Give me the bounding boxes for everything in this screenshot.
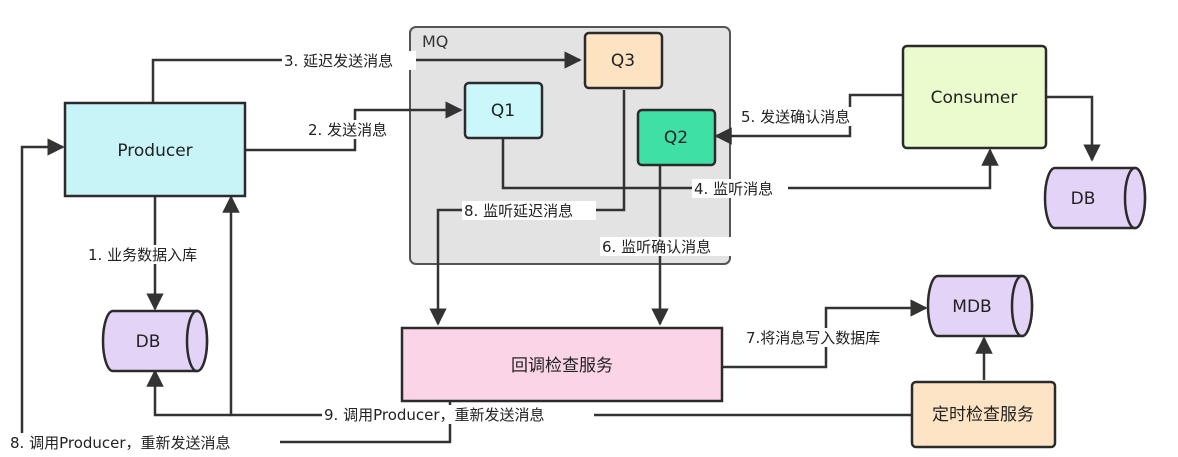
q2-label: Q2 xyxy=(664,128,688,148)
db-consumer-node: DB xyxy=(1043,166,1147,230)
q2-node: Q2 xyxy=(636,108,717,167)
edge-label-step8a: 8. 监听延迟消息 xyxy=(464,202,573,220)
edge-consumer-db xyxy=(1047,95,1101,162)
edge-label-step7: 7.将消息写入数据库 xyxy=(746,329,880,347)
edge-label-step8b: 8. 调用Producer，重新发送消息 xyxy=(10,434,231,452)
q1-node: Q1 xyxy=(463,81,544,140)
q3-node: Q3 xyxy=(583,31,664,90)
db-producer-node: DB xyxy=(101,309,209,373)
q3-label: Q3 xyxy=(611,51,635,71)
edge-label-step5: 5. 发送确认消息 xyxy=(741,108,850,126)
edge-label-step1: 1. 业务数据入库 xyxy=(88,246,197,264)
db-producer-label: DB xyxy=(136,332,161,352)
mq-title: MQ xyxy=(422,32,448,51)
scheduled-service-node: 定时检查服务 xyxy=(910,380,1057,449)
consumer-label: Consumer xyxy=(931,88,1018,108)
edge-step9-db xyxy=(146,369,231,417)
consumer-node: Consumer xyxy=(901,44,1048,150)
producer-node: Producer xyxy=(63,101,247,198)
db-consumer-label: DB xyxy=(1071,189,1096,209)
mdb-node: MDB xyxy=(926,274,1034,338)
producer-label: Producer xyxy=(117,141,192,161)
q1-label: Q1 xyxy=(491,101,515,121)
mdb-label: MDB xyxy=(952,297,991,317)
edge-label-step2: 2. 发送消息 xyxy=(308,121,387,139)
scheduled-service-label: 定时检查服务 xyxy=(932,405,1034,425)
edge-label-step6: 6. 监听确认消息 xyxy=(602,238,711,256)
edge-step3 xyxy=(151,51,582,102)
callback-service-node: 回调检查服务 xyxy=(400,326,724,403)
edge-label-step3: 3. 延迟发送消息 xyxy=(284,52,393,70)
edge-label-step4: 4. 监听消息 xyxy=(694,180,773,198)
edge-label-step9: 9. 调用Producer，重新发送消息 xyxy=(324,406,545,424)
callback-service-label: 回调检查服务 xyxy=(511,356,613,376)
